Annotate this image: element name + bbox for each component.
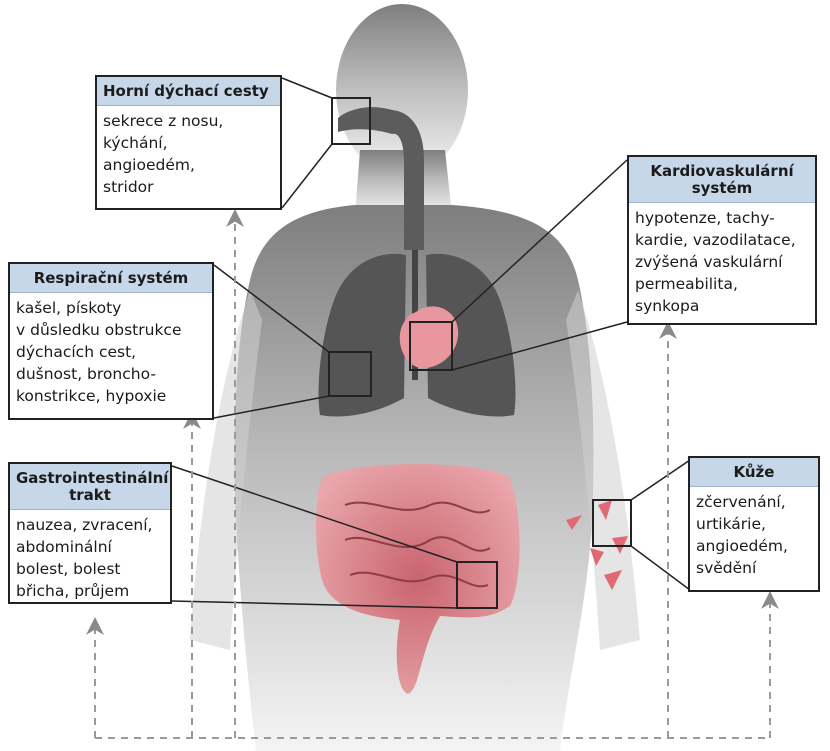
callout-body: sekrece z nosu, kýchání, angioedém, stri… — [97, 106, 280, 202]
callout-gastrointestinal: Gastrointestinální trakt nauzea, zvracen… — [8, 462, 172, 604]
callout-respiratory: Respirační systém kašel, pískoty v důsle… — [8, 262, 214, 420]
callout-body: nauzea, zvracení, abdominální bolest, bo… — [10, 510, 170, 606]
callout-title: Horní dýchací cesty — [97, 77, 280, 106]
callout-body: hypotenze, tachy- kardie, vazodilatace, … — [629, 203, 815, 321]
callout-body: kašel, pískoty v důsledku obstrukce dých… — [10, 293, 212, 411]
callout-title: Respirační systém — [10, 264, 212, 293]
callout-body: zčervenání, urtikárie, angioedém, svěděn… — [690, 487, 818, 583]
callout-skin: Kůže zčervenání, urtikárie, angioedém, s… — [688, 456, 820, 592]
callout-upper-airways: Horní dýchací cesty sekrece z nosu, kých… — [95, 75, 282, 210]
callout-title: Kůže — [690, 458, 818, 487]
callout-title: Gastrointestinální trakt — [10, 464, 170, 510]
callout-cardiovascular: Kardiovaskulární systém hypotenze, tachy… — [627, 155, 817, 325]
callout-title: Kardiovaskulární systém — [629, 157, 815, 203]
